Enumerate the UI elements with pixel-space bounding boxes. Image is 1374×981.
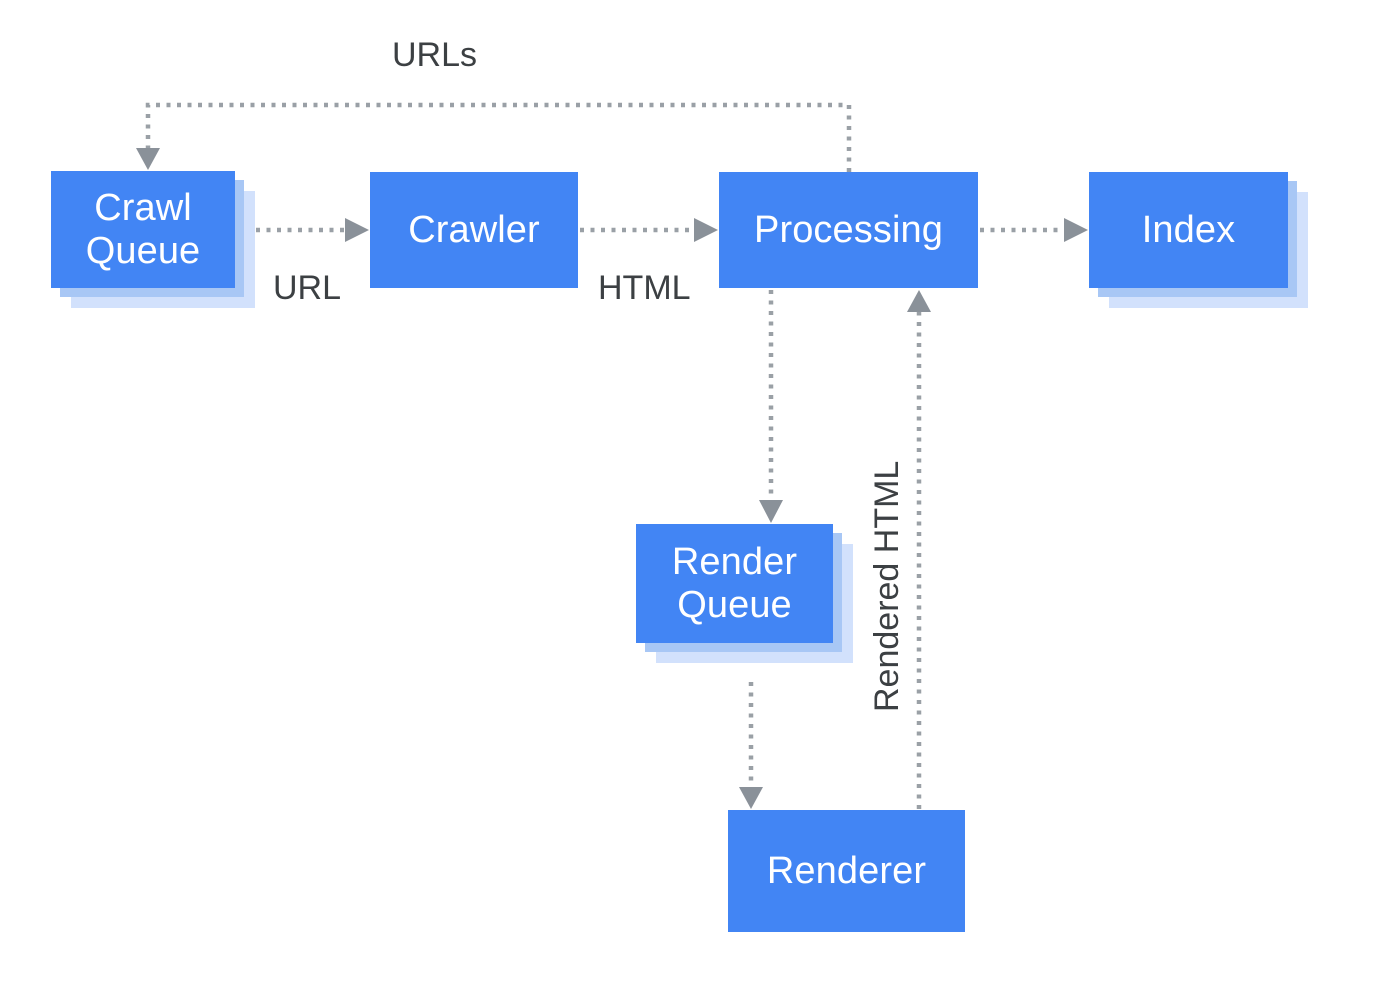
node-crawl-queue[interactable]: Crawl Queue <box>51 171 255 308</box>
node-label-renderer: Renderer <box>766 849 927 892</box>
node-face: Processing <box>719 172 978 288</box>
node-index[interactable]: Index <box>1089 172 1308 308</box>
node-render-queue[interactable]: Render Queue <box>636 524 853 663</box>
node-label-index: Index <box>1141 208 1236 251</box>
edge-renderer-to-processing <box>907 290 931 809</box>
node-crawler[interactable]: Crawler <box>370 172 578 288</box>
edge-label-rendered-html: Rendered HTML <box>868 460 906 712</box>
node-face: Crawler <box>370 172 578 288</box>
node-processing[interactable]: Processing <box>719 172 978 288</box>
edge-processing-to-index <box>980 218 1088 242</box>
node-face: Renderer <box>728 810 965 932</box>
edge-label-url: URL <box>273 269 342 307</box>
node-face: Index <box>1089 172 1288 288</box>
node-face: Crawl Queue <box>51 171 235 288</box>
edge-label-html: HTML <box>598 269 691 307</box>
node-renderer[interactable]: Renderer <box>728 810 965 932</box>
edge-processing-to-crawl-queue <box>136 102 852 172</box>
edge-crawl-queue-to-crawler <box>256 218 369 242</box>
edge-render-queue-to-renderer <box>739 682 763 809</box>
node-label-render-queue: Render Queue <box>671 540 798 626</box>
edge-processing-to-render-queue <box>759 290 783 523</box>
node-label-crawler: Crawler <box>408 208 540 251</box>
edge-label-urls: URLs <box>392 36 478 74</box>
node-label-crawl-queue: Crawl Queue <box>85 186 201 272</box>
node-label-processing: Processing <box>754 208 943 251</box>
edge-crawler-to-processing <box>580 218 718 242</box>
node-face: Render Queue <box>636 524 833 643</box>
